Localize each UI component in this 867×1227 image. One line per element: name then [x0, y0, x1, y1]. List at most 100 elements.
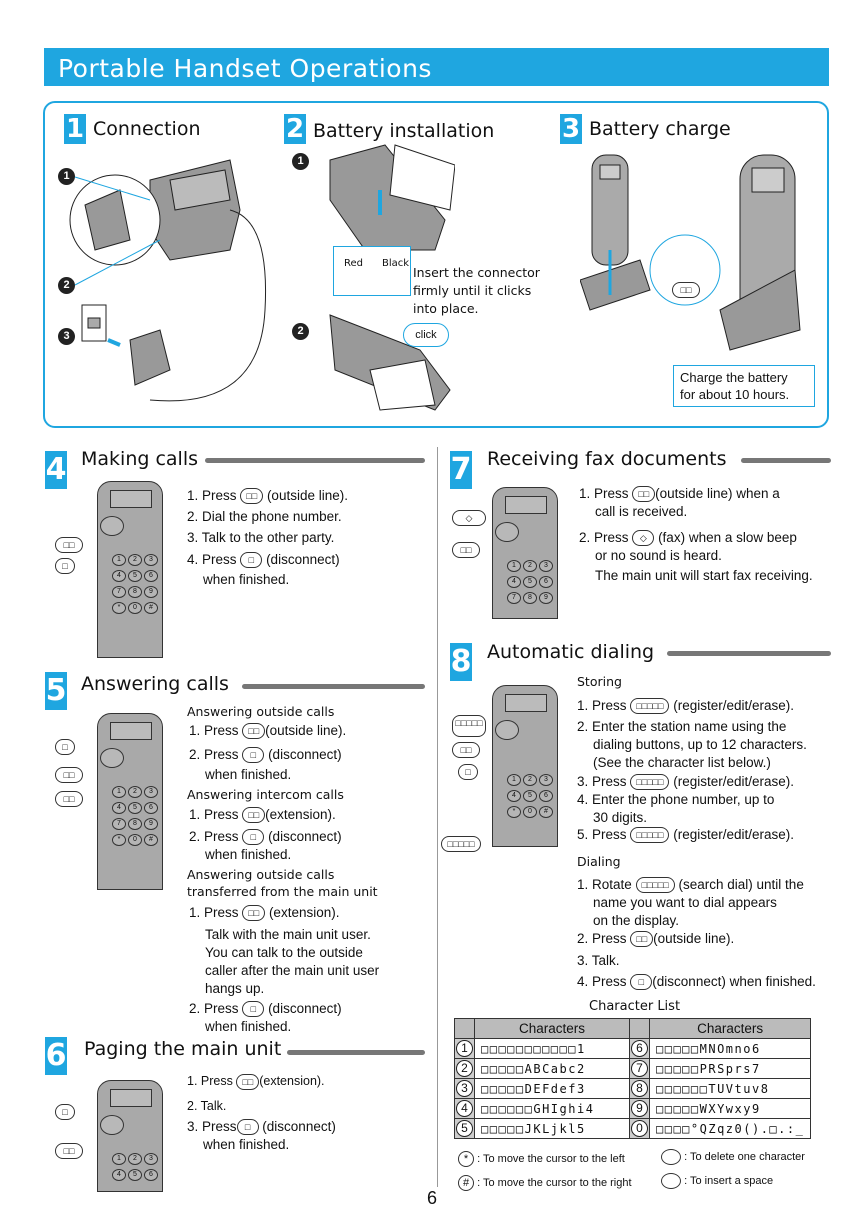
- battery-illustration: [329, 144, 455, 411]
- char-list-table: Characters Characters 1□□□□□□□□□□□1 6□□□…: [454, 1018, 812, 1139]
- making-step-2: 2. Dial the phone number.: [187, 509, 342, 524]
- answer-outside-step-2-cont: when finished.: [205, 767, 292, 782]
- answer-transfer-note-1: Talk with the main unit user.: [205, 927, 371, 942]
- store-step-4-a: 4. Enter the phone number, up to: [577, 792, 775, 807]
- step-1-marker-3: 3: [58, 328, 75, 345]
- step-2-number: 2: [284, 114, 306, 144]
- answer-transfer-note-2: You can talk to the outside: [205, 945, 363, 960]
- step-2-marker-2: 2: [292, 323, 309, 340]
- paging-step-3-cont: when finished.: [203, 1137, 290, 1152]
- page-number: 6: [427, 1188, 438, 1208]
- space-key-icon: [661, 1173, 681, 1189]
- paging-step-3: 3. Press□ (disconnect): [187, 1119, 336, 1136]
- autodial-rule: [667, 651, 831, 656]
- char-list-title: Character List: [589, 999, 681, 1014]
- step-3-title: Battery charge: [589, 118, 731, 140]
- connector-inset: Red Black: [333, 246, 411, 296]
- dial-step-2: 2. Press □□(outside line).: [577, 931, 735, 948]
- dial-step-1-c: on the display.: [593, 913, 680, 928]
- wire-red-label: Red: [344, 258, 363, 269]
- fax-title: Receiving fax documents: [487, 448, 727, 470]
- store-step-4-b: 30 digits.: [593, 810, 648, 825]
- outside-line-callout-5: □□: [55, 767, 83, 783]
- search-dial-callout: □□□□□: [452, 715, 486, 737]
- making-calls-rule: [205, 458, 425, 463]
- click-callout: click: [403, 323, 449, 347]
- wire-black-label: Black: [382, 258, 410, 269]
- table-row: 1□□□□□□□□□□□1 6□□□□□MNOmno6: [454, 1038, 812, 1059]
- making-step-3: 3. Talk to the other party.: [187, 530, 335, 545]
- charge-note-2: for about 10 hours.: [680, 387, 790, 402]
- charge-note-box: Charge the battery for about 10 hours.: [673, 365, 815, 407]
- setup-panel: [43, 101, 829, 428]
- column-divider: [437, 447, 438, 1187]
- store-step-2-a: 2. Enter the station name using the: [577, 719, 787, 734]
- answer-transfer-note-3: caller after the main unit user: [205, 963, 380, 978]
- answering-title: Answering calls: [81, 673, 229, 695]
- extension-callout-5: □□: [55, 791, 83, 807]
- dial-step-4: 4. Press □(disconnect) when finished.: [577, 974, 816, 991]
- step-1-marker-1: 1: [58, 168, 75, 185]
- answer-transfer-step-2-cont: when finished.: [205, 1019, 292, 1034]
- fax-callout: ◇: [452, 510, 486, 526]
- fax-step-3: The main unit will start fax receiving.: [595, 568, 813, 583]
- paging-step-2: 2. Talk.: [187, 1099, 227, 1113]
- autodial-number: 8: [450, 643, 472, 681]
- answer-transfer-heading-1: Answering outside calls: [187, 867, 335, 882]
- paging-step-1: 1. Press □□(extension).: [187, 1073, 325, 1090]
- storing-heading: Storing: [577, 674, 622, 689]
- page-title: Portable Handset Operations: [58, 54, 432, 83]
- making-step-4-cont: when finished.: [203, 572, 290, 587]
- making-calls-number: 4: [45, 451, 67, 489]
- char-header-right: Characters: [648, 1018, 812, 1039]
- store-step-2-c: (See the character list below.): [593, 755, 771, 770]
- disconnect-callout-8: □: [458, 764, 478, 780]
- answer-transfer-note-4: hangs up.: [205, 981, 265, 996]
- dial-step-1-b: name you want to dial appears: [593, 895, 777, 910]
- answer-outside-step-1: 1. Press □□(outside line).: [189, 723, 347, 740]
- table-row: 4□□□□□□GHIghi4 9□□□□□WXYwxy9: [454, 1098, 812, 1119]
- table-row: 2□□□□□ABCabc2 7□□□□□PRSprs7: [454, 1058, 812, 1079]
- step-1-title: Connection: [93, 118, 201, 140]
- table-row: 3□□□□□DEFdef3 8□□□□□□TUVtuv8: [454, 1078, 812, 1099]
- page-title-banner: Portable Handset Operations: [44, 48, 829, 86]
- outside-line-callout-8: □□: [452, 742, 480, 758]
- paging-number: 6: [45, 1037, 67, 1075]
- legend-delete: : To delete one character: [661, 1149, 805, 1165]
- store-step-2-b: dialing buttons, up to 12 characters.: [593, 737, 807, 752]
- extension-callout-6: □□: [55, 1143, 83, 1159]
- charge-note-1: Charge the battery: [680, 370, 788, 385]
- connector-note-2: firmly until it clicks: [413, 283, 532, 298]
- dialing-heading: Dialing: [577, 854, 621, 869]
- answer-transfer-step-2: 2. Press □ (disconnect): [189, 1001, 342, 1018]
- step-2-marker-1: 1: [292, 153, 309, 170]
- disconnect-callout-4: □: [55, 558, 75, 574]
- answering-number: 5: [45, 672, 67, 710]
- table-header-row: Characters Characters: [454, 1018, 812, 1039]
- making-calls-title: Making calls: [81, 448, 199, 470]
- connector-note-1: Insert the connector: [413, 265, 540, 280]
- star-key-icon: *: [458, 1151, 474, 1167]
- answer-intercom-step-2-cont: when finished.: [205, 847, 292, 862]
- answer-transfer-step-1: 1. Press □□ (extension).: [189, 905, 340, 922]
- step-1-marker-2: 2: [58, 277, 75, 294]
- disconnect-callout-5: □: [55, 739, 75, 755]
- delete-key-icon: [661, 1149, 681, 1165]
- store-step-3: 3. Press □□□□□ (register/edit/erase).: [577, 774, 795, 791]
- answer-outside-step-2: 2. Press □ (disconnect): [189, 747, 342, 764]
- step-2-title: Battery installation: [313, 120, 495, 142]
- register-callout-8: □□□□□: [441, 836, 481, 852]
- outside-line-callout-7: □□: [452, 542, 480, 558]
- making-step-4: 4. Press □ (disconnect): [187, 552, 340, 569]
- making-step-1: 1. Press □□ (outside line).: [187, 488, 348, 505]
- pound-key-icon: #: [458, 1175, 474, 1191]
- step-3-number: 3: [560, 114, 582, 144]
- answer-intercom-step-1: 1. Press □□(extension).: [189, 807, 336, 824]
- outside-line-callout-4: □□: [55, 537, 83, 553]
- dial-step-1: 1. Rotate □□□□□ (search dial) until the: [577, 877, 804, 894]
- fax-step-1-cont: call is received.: [595, 504, 688, 519]
